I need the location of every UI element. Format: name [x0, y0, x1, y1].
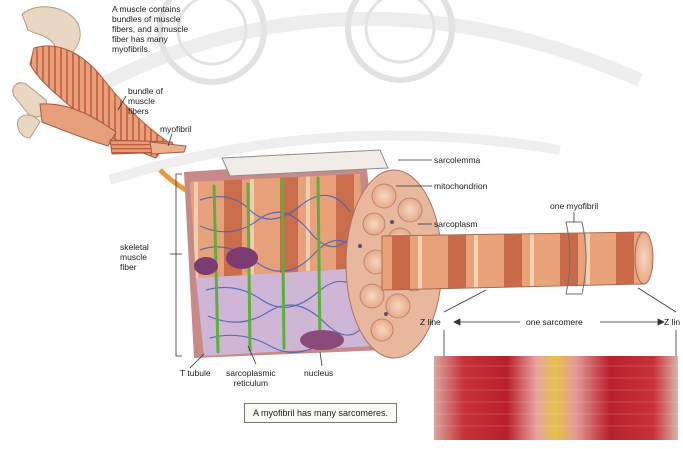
label-one-sarcomere: one sarcomere — [526, 317, 583, 327]
label-skeletal-muscle-fiber: skeletal muscle fiber — [120, 242, 149, 272]
intro-text: A muscle contains bundles of muscle fibe… — [112, 4, 188, 54]
label-mitochondrion: mitochondrion — [434, 181, 487, 191]
label-one-myofibril: one myofibril — [550, 201, 598, 211]
label-sarcoplasmic-reticulum: sarcoplasmic reticulum — [226, 368, 276, 388]
label-myofibril: myofibril — [160, 124, 192, 134]
label-t-tubule: T tubule — [180, 368, 211, 378]
label-z-line-right: Z lin — [664, 317, 680, 327]
label-nucleus: nucleus — [304, 368, 333, 378]
label-z-line-left: Z line — [420, 317, 441, 327]
label-sarcolemma: sarcolemma — [434, 155, 480, 165]
label-bundle-of-muscle-fibers: bundle of muscle fibers — [128, 86, 163, 116]
caption-box: A myofibril has many sarcomeres. — [244, 403, 397, 423]
caption-text: A myofibril has many sarcomeres. — [245, 404, 396, 422]
sarcomere-micrograph — [434, 356, 678, 440]
label-sarcoplasm: sarcoplasm — [434, 219, 477, 229]
